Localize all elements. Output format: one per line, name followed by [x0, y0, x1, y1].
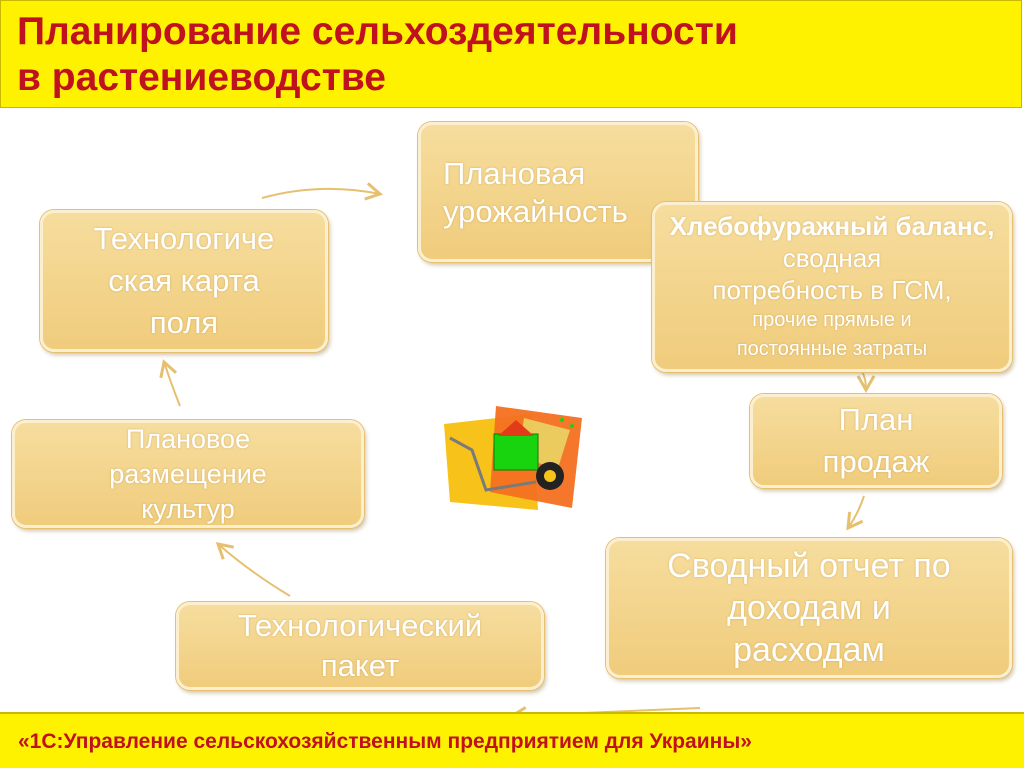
arrow-placement-to-techmap: [159, 359, 181, 407]
node-grain-balance-rest: сводная: [782, 243, 882, 273]
arrow-package-to-placement: [215, 542, 291, 597]
node-tech-package-line-2: пакет: [320, 648, 400, 683]
node-tech-map-line-2: ская карта: [108, 263, 260, 298]
footer-banner: «1С:Управление сельскохозяйственным пред…: [0, 712, 1024, 768]
node-grain-balance-line-4: постоянные затраты: [736, 338, 928, 360]
node-sales-plan-line-2: продаж: [822, 444, 930, 479]
node-grain-balance-line-3: прочие прямые и: [752, 309, 912, 331]
page-title: Планирование сельхоздеятельности в расте…: [17, 9, 1007, 101]
title-line-1: Планирование сельхоздеятельности: [17, 10, 738, 53]
arrow-balance-to-sales: [856, 371, 876, 394]
node-planned-yield: Плановая урожайность: [418, 122, 698, 262]
node-crop-placement-line-1: Плановое: [125, 423, 251, 454]
node-tech-map-line-1: Технологиче: [93, 221, 275, 256]
node-crop-placement-line-3: культур: [141, 493, 235, 524]
node-tech-package: Технологический пакет: [176, 602, 544, 690]
header-banner: Планирование сельхоздеятельности в расте…: [0, 0, 1022, 108]
node-planned-yield-label: Плановая урожайность: [443, 156, 628, 229]
node-tech-map-line-3: поля: [149, 305, 219, 340]
title-line-2: в растениеводстве: [17, 56, 386, 99]
node-grain-balance: Хлебофуражный баланс, сводная потребност…: [652, 202, 1012, 372]
node-summary-report: Сводный отчет по доходам и расходам: [606, 538, 1012, 678]
node-sales-plan: План продаж: [750, 394, 1002, 488]
node-tech-map: Технологиче ская карта поля: [40, 210, 328, 352]
footer-product-name: «1С:Управление сельскохозяйственным пред…: [18, 730, 752, 753]
node-grain-balance-line-2: потребность в ГСМ,: [712, 275, 952, 305]
node-crop-placement-line-2: размещение: [109, 458, 267, 489]
node-summary-report-line-1: Сводный отчет по: [667, 547, 951, 585]
node-summary-report-line-3: расходам: [733, 631, 885, 669]
arrow-sales-to-report: [846, 495, 865, 531]
node-grain-balance-bold: Хлебофуражный баланс,: [669, 211, 995, 241]
wheelbarrow-icon: [444, 406, 582, 510]
node-summary-report-line-2: доходам и: [727, 589, 891, 627]
node-crop-placement: Плановое размещение культур: [12, 420, 364, 528]
arrow-techmap-to-yield: [261, 182, 383, 201]
node-sales-plan-line-1: План: [838, 402, 914, 437]
node-tech-package-line-1: Технологический: [237, 608, 483, 643]
